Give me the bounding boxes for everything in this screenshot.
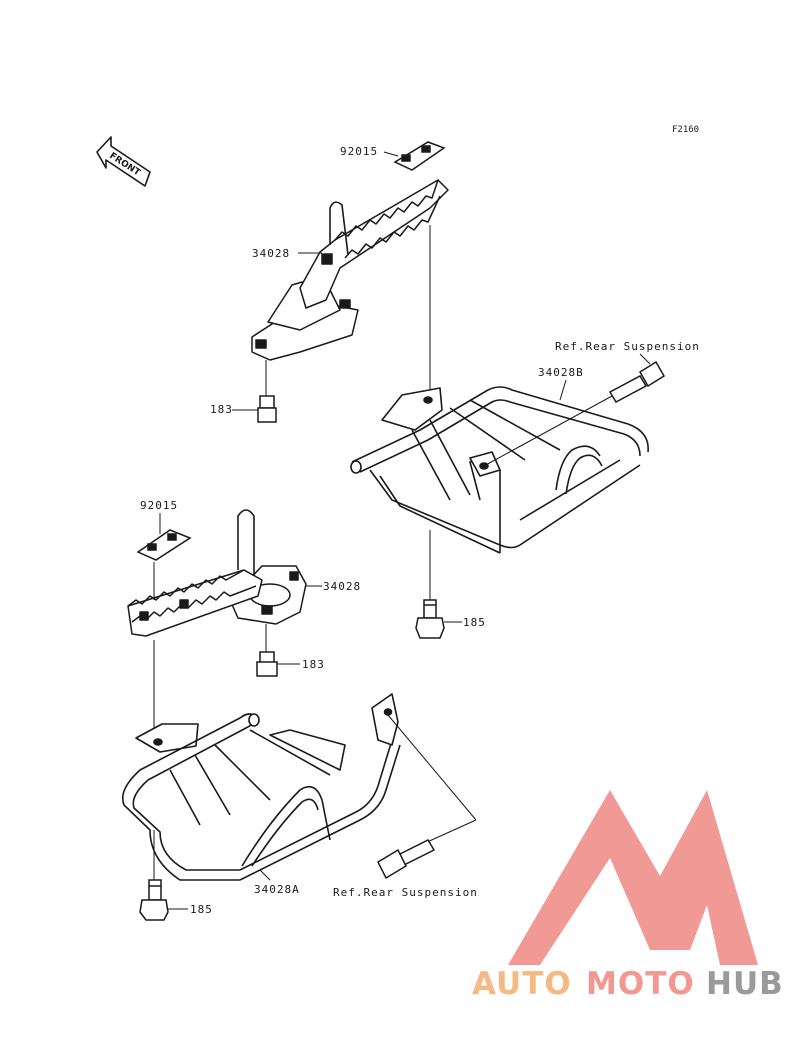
right-bracket [350, 386, 649, 554]
figure-code: F2160 [672, 125, 699, 135]
watermark-hub: HUB [706, 966, 784, 1002]
callout-upper-peg: 34028 [252, 247, 290, 260]
lower-plate [136, 529, 192, 561]
callout-lower-peg: 34028 [323, 580, 361, 593]
callout-upper-plate: 92015 [340, 145, 378, 158]
upper-plate [393, 141, 446, 171]
watermark-moto: MOTO [586, 966, 695, 1002]
left-bolt [139, 879, 169, 921]
automotohub-watermark: AUTO MOTO HUB [472, 966, 784, 1002]
callout-upper-nut: 183 [210, 403, 233, 416]
callout-lower-plate: 92015 [140, 499, 178, 512]
watermark-auto: AUTO [472, 966, 572, 1002]
automotohub-logo-icon [508, 790, 758, 965]
callout-right-bracket: 34028B [538, 366, 584, 379]
upper-footpeg [251, 179, 449, 361]
upper-nut [257, 395, 277, 423]
callout-left-bracket: 34028A [254, 883, 300, 896]
right-bolt [415, 599, 445, 639]
callout-lower-nut: 183 [302, 658, 325, 671]
right-ref-bolt [608, 360, 666, 403]
lower-footpeg [127, 509, 307, 637]
left-ref-bolt [377, 839, 436, 880]
callout-right-ref: Ref.Rear Suspension [555, 340, 700, 353]
front-arrow-icon: FRONT [96, 136, 151, 187]
callout-left-ref: Ref.Rear Suspension [333, 886, 478, 899]
left-bracket [121, 693, 401, 881]
callout-right-bolt: 185 [463, 616, 486, 629]
lower-nut [256, 651, 278, 677]
callout-left-bolt: 185 [190, 903, 213, 916]
